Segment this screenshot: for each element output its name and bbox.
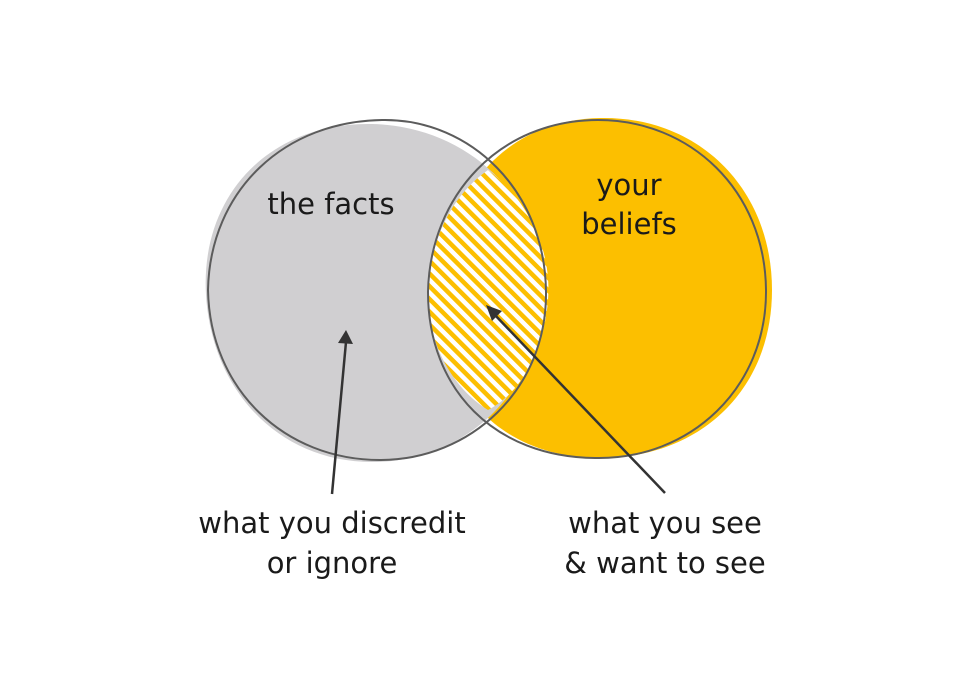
left-arrow-shaft: [330, 341, 348, 495]
left-circle-label: the facts: [267, 187, 394, 221]
left-callout-line2: or ignore: [267, 546, 398, 580]
overlap-region: [427, 170, 549, 410]
right-circle-label-line2: beliefs: [581, 207, 677, 241]
right-callout-line1: what you see: [568, 506, 762, 540]
right-arrow-shaft: [494, 314, 666, 494]
right-circle-outline: [426, 118, 768, 460]
left-arrowhead-icon: [338, 330, 353, 344]
left-callout-line1: what you discredit: [198, 506, 465, 540]
right-arrowhead-icon: [486, 305, 502, 321]
right-callout-line2: & want to see: [564, 546, 765, 580]
left-circle-outline: [206, 118, 548, 462]
right-circle-label-line1: your: [596, 168, 661, 202]
